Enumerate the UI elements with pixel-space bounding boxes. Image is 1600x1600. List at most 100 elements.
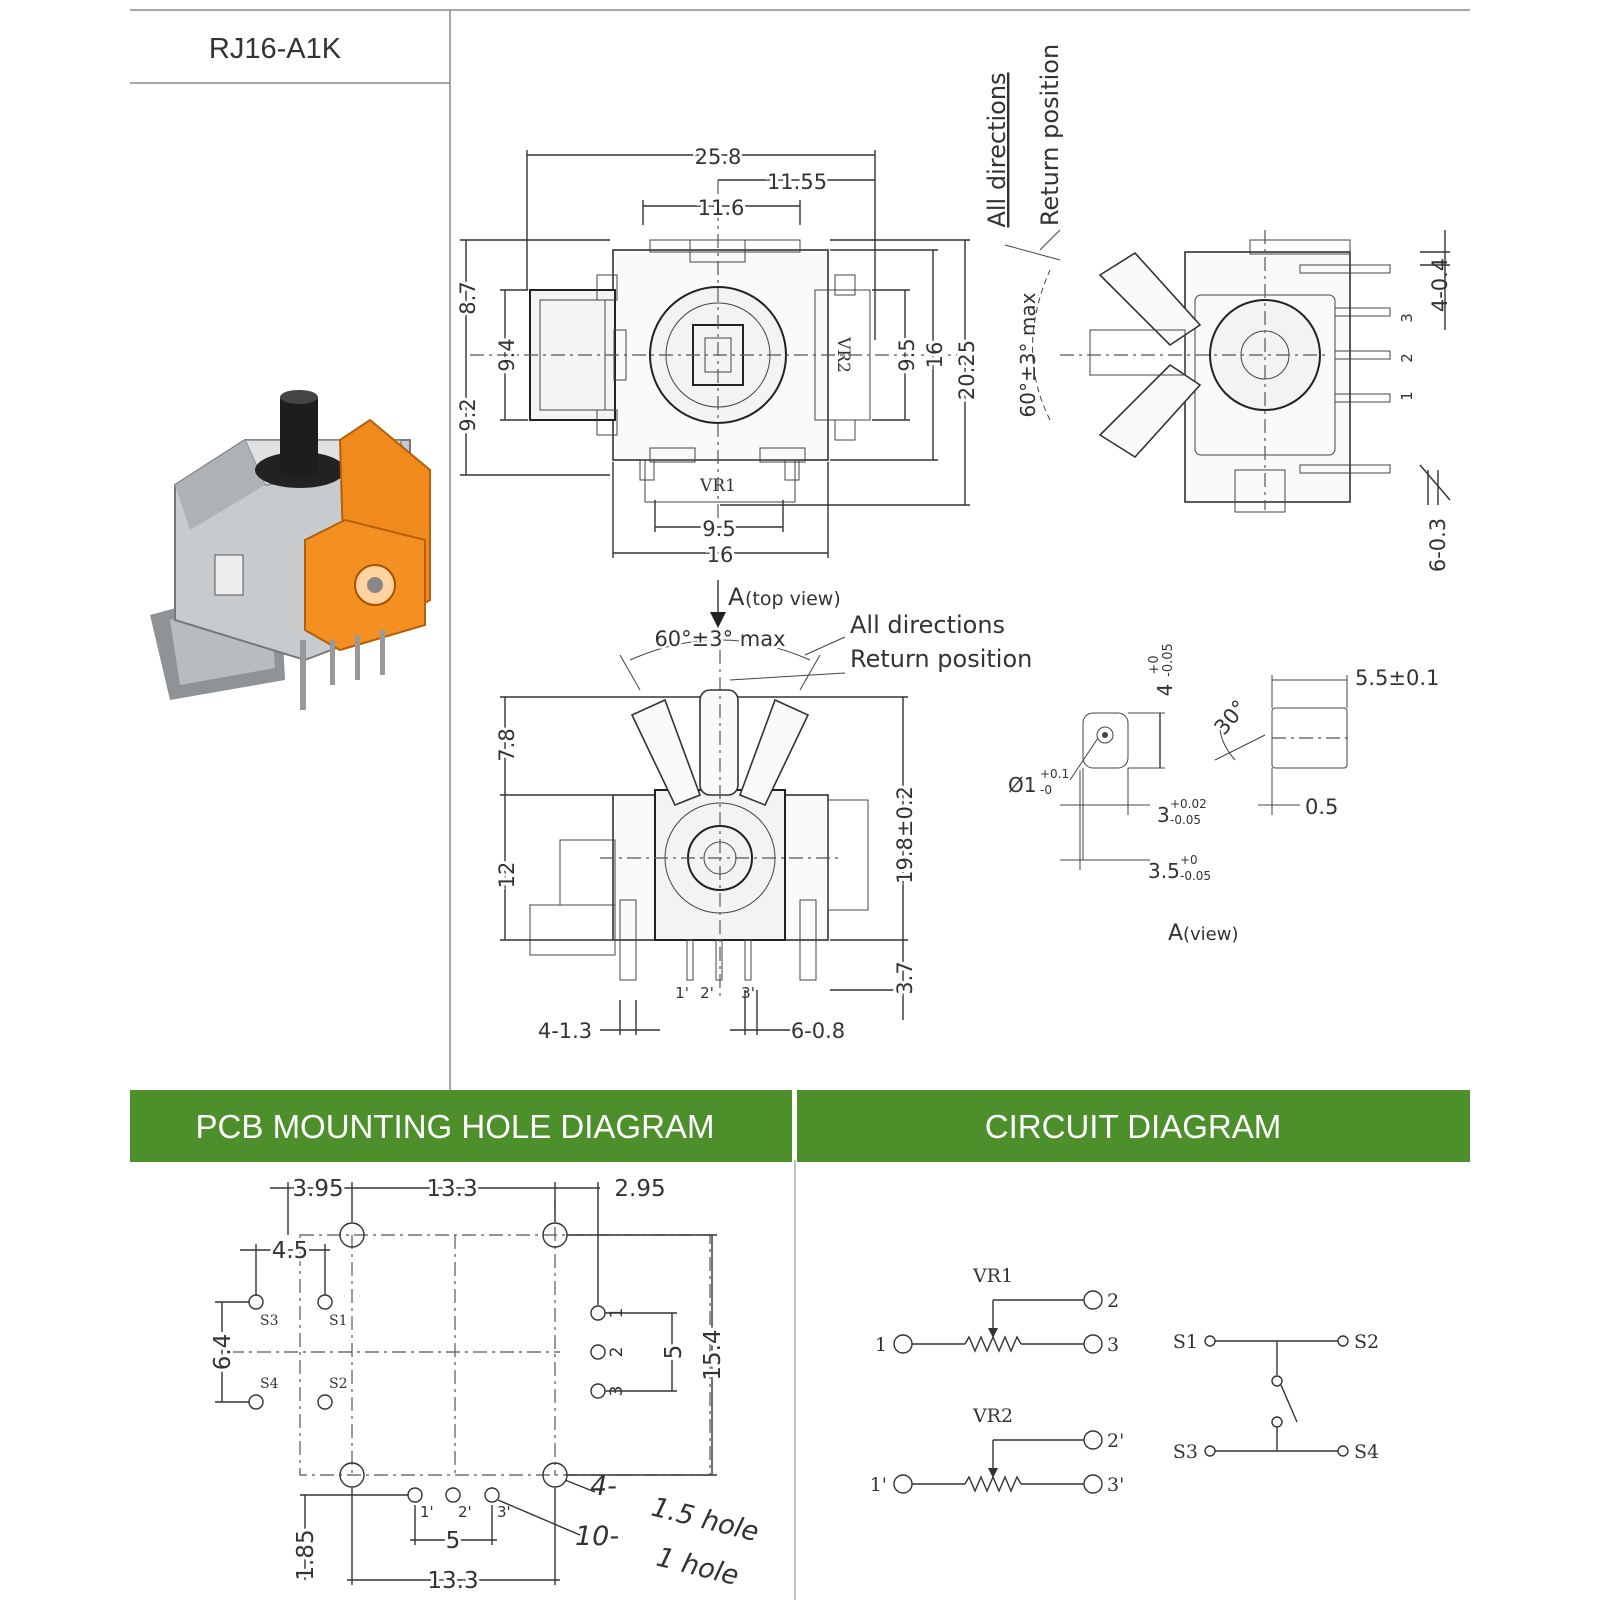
model-title: RJ16-A1K: [209, 33, 342, 65]
pcb-dim-d1: 3.95: [292, 1176, 343, 1202]
product-photo: [150, 390, 431, 710]
pcb-diagram: S3 S1 S4 S2 1 2 3 1' 2' 3': [207, 1173, 762, 1597]
side-pin-3: 3: [1398, 313, 1416, 323]
pcb-dim-d6: 5: [661, 1345, 687, 1360]
pcb-pin-2: 2: [607, 1347, 627, 1358]
dim-offset-right: 11.55: [767, 170, 827, 194]
a-dim-width: 4: [1153, 684, 1177, 697]
dim-shaft-width: 11.6: [698, 196, 745, 220]
front-dim-left-pins: 4-1.3: [538, 1019, 592, 1043]
vr1-pin-1: 1: [875, 1334, 887, 1356]
pcb-pin-1p: 1': [420, 1503, 434, 1521]
pcb-note-big: 1.5 hole: [648, 1492, 762, 1549]
front-dim-right-pins: 6-0.8: [791, 1019, 845, 1043]
switch-s3: S3: [1173, 1441, 1198, 1463]
pcb-dim-d8: 1.85: [293, 1529, 319, 1580]
arrow-a-label: A: [728, 583, 745, 611]
dim-body-height: 16: [923, 342, 947, 369]
front-return-position: Return position: [850, 645, 1032, 673]
arrow-a-note: (top view): [745, 588, 841, 610]
switch-s1: S1: [1173, 1331, 1198, 1353]
front-pin-3: 3': [741, 984, 755, 1002]
pcb-hole-large: [339, 1222, 568, 1488]
dim-height-upper: 8.7: [456, 281, 480, 314]
pcb-pin-3p: 3': [497, 1503, 511, 1521]
side-angle: 60°±3° max: [1016, 292, 1040, 417]
pcb-dim-d3: 2.95: [614, 1176, 665, 1202]
dim-body-width: 16: [707, 543, 734, 567]
side-return-position: Return position: [1036, 44, 1064, 226]
dim-height-lower: 9.2: [456, 398, 480, 431]
pcb-dim-d4: 4.5: [272, 1238, 309, 1264]
a-angle: 30°: [1209, 696, 1251, 740]
a-dim-outer: 3.5: [1148, 859, 1180, 883]
front-angle: 60°±3° max: [654, 627, 785, 651]
front-dim-total: 19.8±0.2: [893, 786, 917, 884]
dim-bottom-tab: 9.5: [702, 517, 735, 541]
a-hole-tol-up: +0.1: [1040, 767, 1069, 781]
a-dim-inner: 3: [1157, 803, 1170, 827]
pcb-note-big-count: 4-: [590, 1471, 617, 1502]
vr1-pin-3: 3: [1107, 1334, 1119, 1356]
front-pin-1: 1': [675, 984, 689, 1002]
vr2-pin-1: 1': [870, 1474, 887, 1496]
dim-right-tab: 9.5: [895, 338, 919, 371]
front-dim-body: 12: [495, 862, 519, 889]
vr2-pin-2: 2': [1107, 1430, 1124, 1452]
side-view: 3 2 1 All directions Return position 60°…: [983, 44, 1452, 572]
side-pin-2: 2: [1398, 353, 1416, 363]
top-view: VR1 VR2: [453, 142, 982, 570]
a-dim-chamfer: 0.5: [1305, 795, 1338, 819]
pcb-dim-d7: 15.4: [700, 1329, 726, 1380]
a-dim-len: 5.5±0.1: [1355, 666, 1439, 690]
pcb-label-s2: S2: [329, 1376, 348, 1392]
a-dim-width-tol-up: +0: [1147, 655, 1162, 674]
pcb-note-small: 1 hole: [653, 1542, 742, 1592]
pcb-dim-d10: 13.3: [427, 1568, 478, 1594]
pcb-banner: [130, 1090, 792, 1162]
pcb-title: PCB MOUNTING HOLE DIAGRAM: [196, 1108, 715, 1145]
pcb-label-s4: S4: [260, 1376, 279, 1392]
circuit-title: CIRCUIT DIAGRAM: [985, 1108, 1281, 1145]
a-dim-outer-tol-up: +0: [1180, 853, 1198, 867]
vr1-pin-2: 2: [1107, 1290, 1119, 1312]
pcb-label-s1: S1: [329, 1313, 348, 1329]
a-view-title-sub: (view): [1183, 924, 1239, 945]
a-view: 4 +0 -0.05 Ø1 +0.1 -0 3 +0.02 -0.05 3.5 …: [1008, 643, 1439, 946]
circuit-banner: [797, 1090, 1470, 1162]
side-pin-1: 1: [1398, 391, 1416, 401]
view-a-arrow: A (top view): [710, 580, 841, 628]
a-dim-inner-tol-up: +0.02: [1170, 797, 1207, 811]
pcb-hole-small: [248, 1294, 606, 1503]
dim-overall-height: 20.25: [955, 340, 979, 400]
pcb-dim-d9: 5: [446, 1528, 461, 1554]
a-hole-prefix: Ø1: [1008, 773, 1036, 797]
a-dim-width-tol-down: -0.05: [1161, 643, 1176, 677]
a-dim-outer-tol-down: -0.05: [1180, 869, 1211, 883]
vr2-name: VR2: [972, 1405, 1013, 1427]
pcb-note-small-count: 10-: [575, 1521, 619, 1552]
front-pin-2: 2': [700, 984, 714, 1002]
a-view-title: A: [1168, 921, 1183, 946]
dim-left-tab: 9.4: [495, 338, 519, 371]
vr1-name: VR1: [972, 1265, 1013, 1287]
a-dim-inner-tol-down: -0.05: [1170, 813, 1201, 827]
a-hole-tol-down: -0: [1040, 783, 1052, 797]
pcb-pin-2p: 2': [458, 1503, 472, 1521]
circuit-diagram: VR1 1 2 3 VR2 1' 2' 3': [870, 1265, 1379, 1496]
vr2-pin-3: 3': [1107, 1474, 1124, 1496]
front-all-directions: All directions: [850, 611, 1005, 639]
side-all-directions: All directions: [983, 72, 1011, 227]
pcb-dim-d2: 13.3: [426, 1176, 477, 1202]
dim-overall-width: 25.8: [695, 145, 742, 169]
front-dim-shaft: 7.8: [495, 728, 519, 761]
pcb-dim-d5: 6.4: [210, 1334, 236, 1371]
pcb-label-s3: S3: [260, 1313, 279, 1329]
switch-s2: S2: [1354, 1331, 1379, 1353]
switch-s4: S4: [1354, 1441, 1379, 1463]
side-dim-bottom: 6-0.3: [1426, 518, 1450, 572]
side-dim-top: 4-0.4: [1428, 258, 1452, 312]
front-dim-pin: 3.7: [893, 961, 917, 994]
front-view: 1' 2' 3' 60°±3° max All directions Retur…: [492, 611, 1032, 1043]
